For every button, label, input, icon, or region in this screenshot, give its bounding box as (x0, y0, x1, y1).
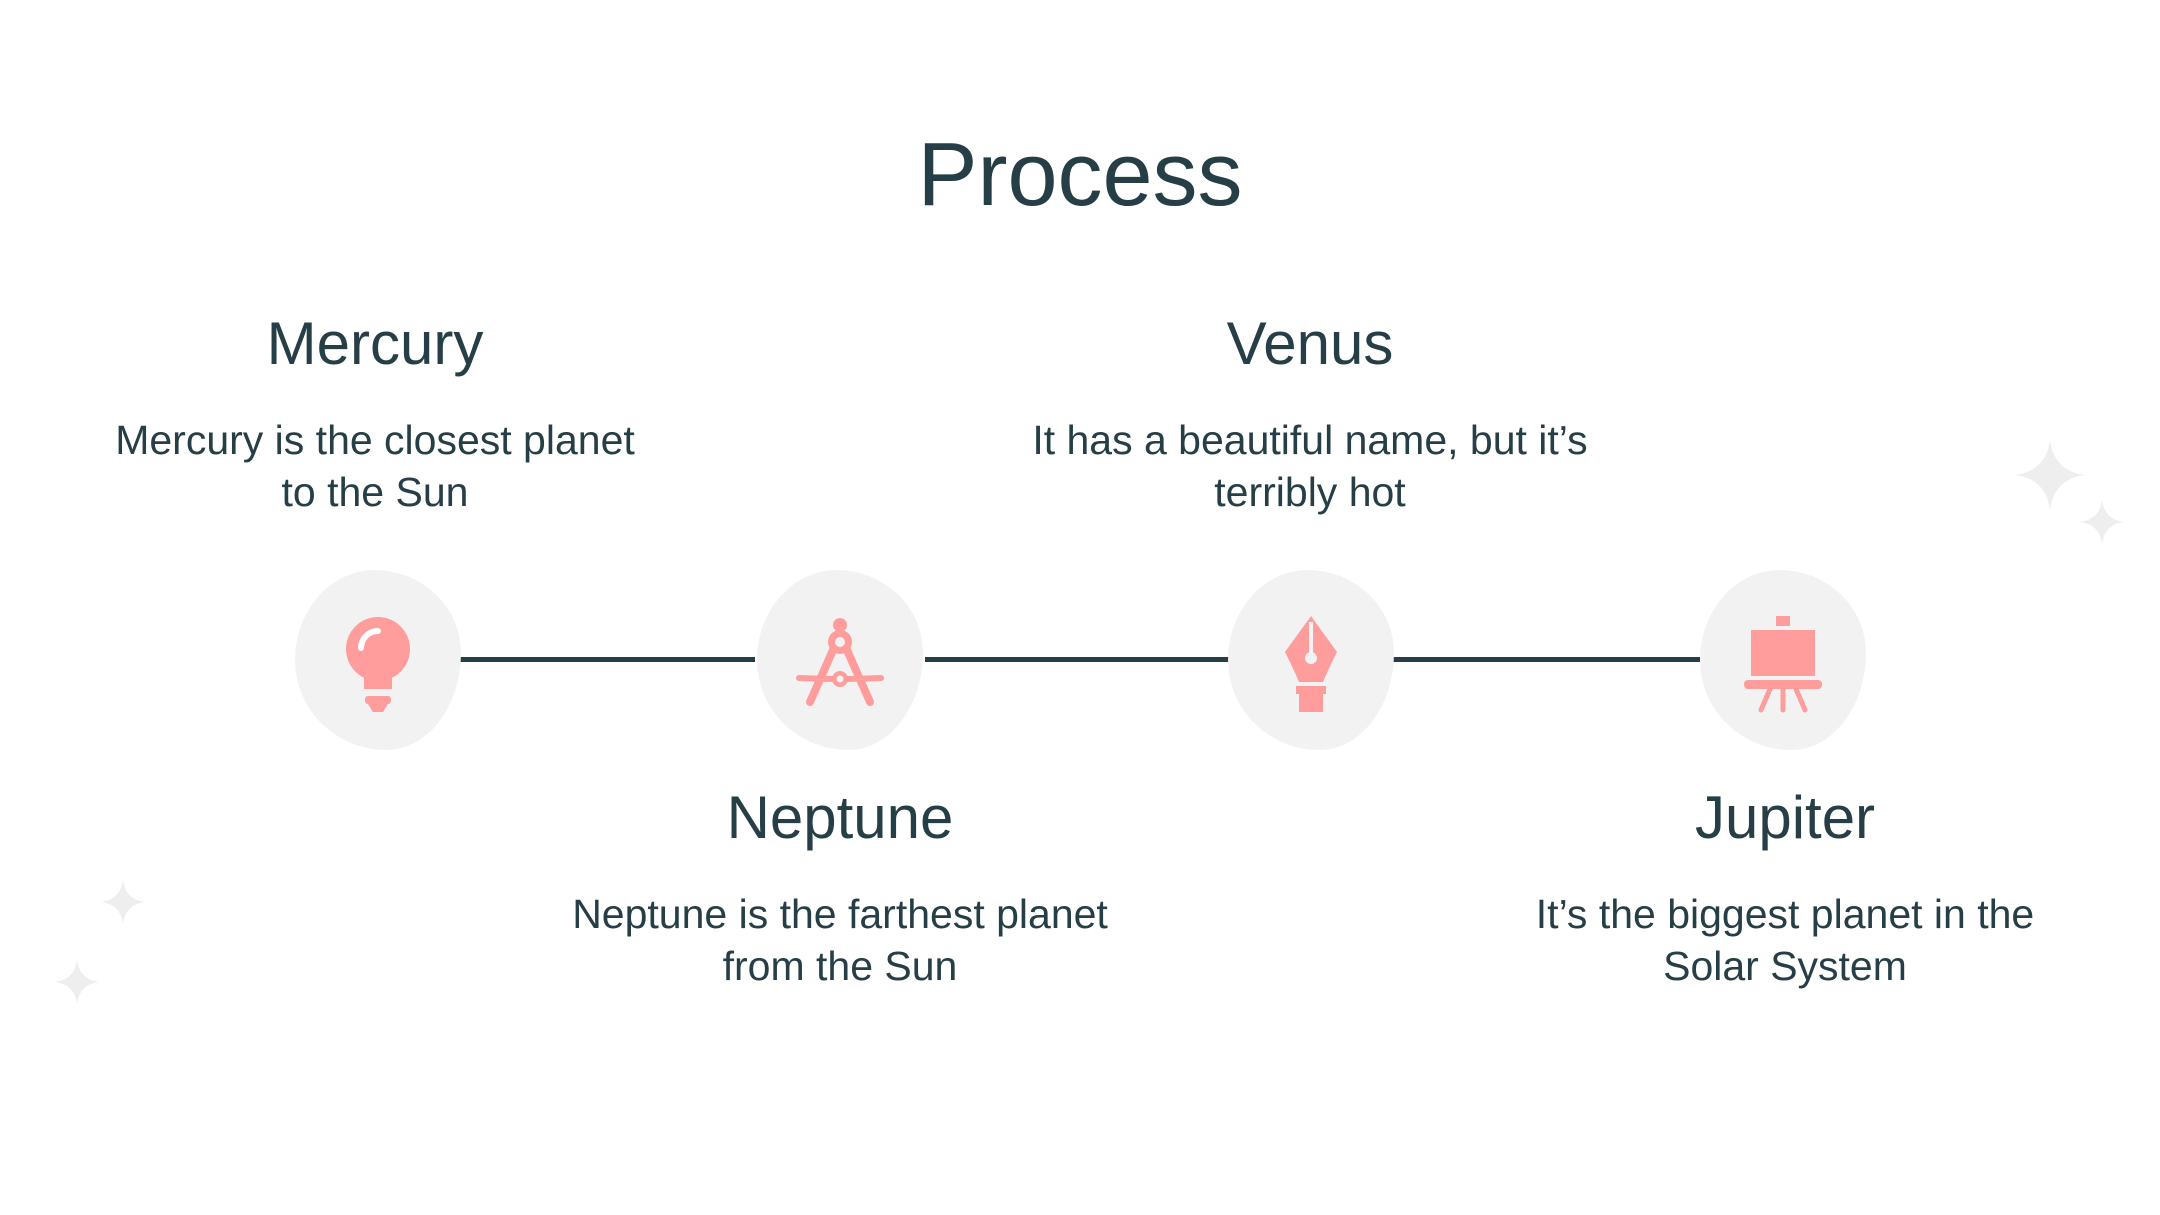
pen-nib-icon (1285, 616, 1337, 712)
timeline-connector (1390, 657, 1700, 662)
step-title-venus: Venus (1226, 310, 1394, 377)
sparkle-icon (2080, 500, 2124, 544)
sparkle-icon (2015, 440, 2085, 510)
lightbulb-icon (346, 617, 410, 712)
sparkle-icon (55, 960, 99, 1004)
step-description-neptune: Neptune is the farthest planet from the … (572, 891, 1108, 989)
easel-icon (1744, 616, 1822, 713)
step-icon-bubble-mercury (295, 570, 461, 750)
sparkle-icon (101, 880, 145, 924)
page-title: Process (917, 125, 1243, 225)
step-description-mercury: Mercury is the closest planet to the Sun (115, 417, 635, 515)
drafting-compass-icon (796, 618, 884, 706)
step-icon-bubble-venus (1228, 570, 1394, 750)
step-icon-bubble-neptune (757, 570, 923, 750)
step-description-jupiter: It’s the biggest planet in the Solar Sys… (1535, 891, 2035, 989)
step-icon-bubble-jupiter (1700, 570, 1866, 750)
timeline-connector (455, 657, 755, 662)
step-description-venus: It has a beautiful name, but it’s terrib… (1032, 417, 1588, 515)
timeline-connector (925, 657, 1230, 662)
step-title-neptune: Neptune (726, 784, 954, 851)
step-title-jupiter: Jupiter (1694, 784, 1876, 851)
step-title-mercury: Mercury (266, 310, 484, 377)
